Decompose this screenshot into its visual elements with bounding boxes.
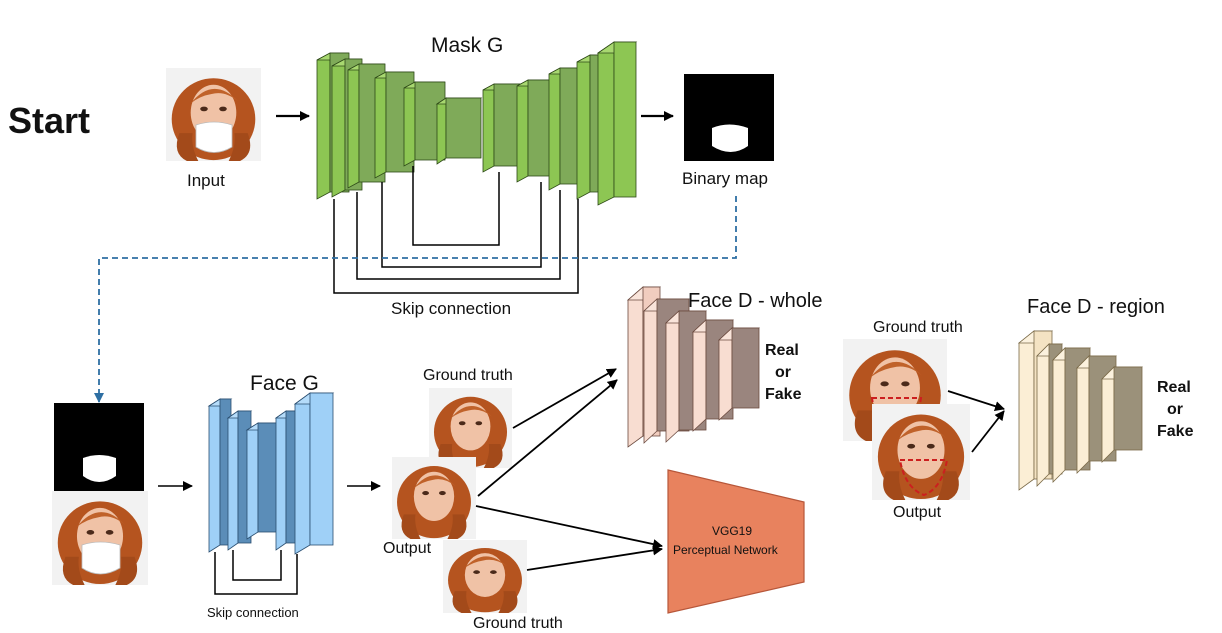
mask-g-network xyxy=(316,41,638,206)
vgg19-network xyxy=(667,469,805,614)
region-ground-truth-label: Ground truth xyxy=(873,319,963,336)
binary-map-image xyxy=(684,74,774,161)
face-d-whole-title: Face D - whole xyxy=(688,290,823,312)
face-g-skip-connections xyxy=(214,550,298,595)
face-g-masked-face-input xyxy=(52,491,148,585)
face-d-whole-verdict-or: or xyxy=(775,364,791,381)
ground-truth-face-bottom xyxy=(443,540,527,613)
region-output-label: Output xyxy=(893,504,942,521)
face-d-whole-verdict-fake: Fake xyxy=(765,386,802,403)
region-arrows xyxy=(947,390,1005,453)
face-g-network xyxy=(207,392,335,555)
face-d-region-verdict-fake: Fake xyxy=(1157,423,1194,440)
discriminator-arrows xyxy=(475,368,663,571)
mask-g-skip-label: Skip connection xyxy=(391,299,512,318)
output-face xyxy=(392,457,476,539)
start-label: Start xyxy=(8,100,91,141)
face-g-skip-label: Skip connection xyxy=(207,605,299,620)
face-d-whole-verdict-real: Real xyxy=(765,342,799,359)
face-d-region-verdict-or: or xyxy=(1167,401,1183,418)
face-d-region-title: Face D - region xyxy=(1027,296,1165,318)
mask-g-title: Mask G xyxy=(431,34,504,57)
input-label: Input xyxy=(187,171,225,190)
vgg-line2: Perceptual Network xyxy=(673,543,778,557)
face-g-mask-input xyxy=(54,403,144,491)
face-g-title: Face G xyxy=(250,372,319,395)
input-face-image xyxy=(166,68,261,161)
ground-truth-top-label: Ground truth xyxy=(423,367,513,384)
vgg-line1: VGG19 xyxy=(712,524,753,538)
region-output-face xyxy=(872,404,970,500)
face-d-whole-network xyxy=(626,286,761,448)
face-d-region-verdict-real: Real xyxy=(1157,379,1191,396)
ground-truth-face-top xyxy=(429,388,512,468)
mask-g-skip-connections xyxy=(333,166,579,294)
output-label: Output xyxy=(383,540,432,557)
ground-truth-bottom-label: Ground truth xyxy=(473,615,563,632)
binary-map-connector xyxy=(94,196,737,403)
face-d-region-network xyxy=(1017,330,1143,491)
binary-map-label: Binary map xyxy=(682,169,768,188)
